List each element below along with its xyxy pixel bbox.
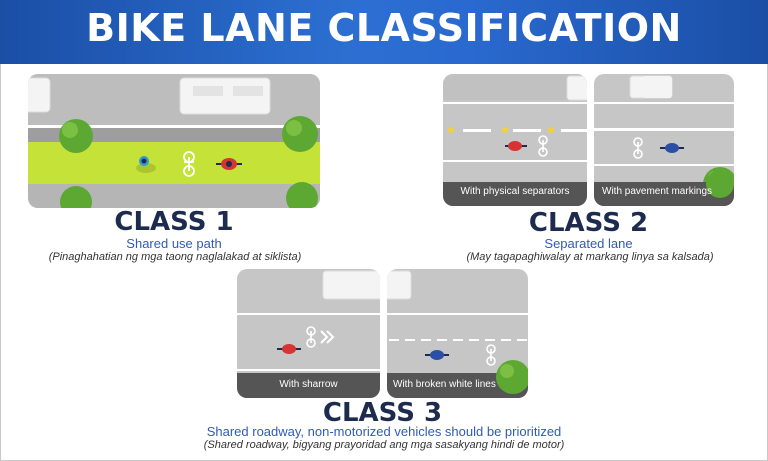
class2-physical-separators-illustration: With physical separators	[443, 74, 587, 206]
vehicle-icon	[629, 75, 673, 99]
bollard-icon	[502, 127, 508, 133]
bollard-icon	[548, 127, 554, 133]
title-banner: BIKE LANE CLASSIFICATION	[0, 0, 768, 64]
class2-title: CLASS 2	[528, 208, 649, 238]
class3-sharrow-illustration: With sharrow	[237, 269, 380, 398]
class2-subtitle: Separated lane	[544, 236, 633, 251]
class1-illustration	[28, 74, 320, 208]
tree-icon	[59, 119, 93, 153]
bike-symbol-icon	[486, 344, 496, 366]
broken-white-line	[389, 339, 527, 341]
cyclist-icon	[660, 143, 684, 153]
class2-caption-right: With pavement markings	[602, 186, 713, 197]
vehicle-icon	[179, 77, 271, 115]
vehicle-icon	[566, 75, 587, 101]
vehicle-icon	[387, 270, 412, 300]
class3-caption-left: With sharrow	[279, 379, 338, 390]
bike-symbol-icon	[183, 151, 195, 177]
bike-symbol-icon	[633, 137, 643, 159]
cyclist-icon	[505, 141, 527, 151]
cyclist-icon	[425, 350, 449, 360]
vehicle-icon	[322, 270, 380, 300]
tree-icon	[60, 186, 92, 208]
bollard-icon	[448, 127, 454, 133]
tree-icon	[286, 182, 318, 208]
class1-subtitle: Shared use path	[126, 236, 222, 251]
bike-symbol-icon	[306, 326, 316, 348]
cyclist-icon	[277, 344, 301, 354]
class2-note: (May tagapaghiwalay at markang linya sa …	[466, 251, 714, 263]
class3-broken-lines-illustration: With broken white lines	[387, 269, 528, 398]
tree-icon	[496, 360, 528, 394]
class3-subtitle: Shared roadway, non-motorized vehicles s…	[206, 424, 562, 439]
class3-title: CLASS 3	[322, 398, 443, 428]
class3-caption-right: With broken white lines	[393, 379, 496, 390]
class1-note: (Pinaghahatian ng mga taong naglalakad a…	[48, 251, 302, 263]
cyclist-icon	[216, 158, 242, 170]
page-title: BIKE LANE CLASSIFICATION	[86, 6, 682, 50]
tree-icon	[282, 116, 318, 152]
sharrow-chevron-icon	[320, 330, 335, 344]
vehicle-icon	[28, 77, 51, 113]
pedestrian-icon	[136, 156, 156, 173]
class1-title: CLASS 1	[114, 207, 234, 237]
class3-note: (Shared roadway, bigyang prayoridad ang …	[203, 439, 565, 451]
class2-pavement-markings-illustration: With pavement markings	[594, 74, 734, 206]
class2-caption-left: With physical separators	[460, 186, 570, 197]
bike-symbol-icon	[538, 135, 548, 157]
